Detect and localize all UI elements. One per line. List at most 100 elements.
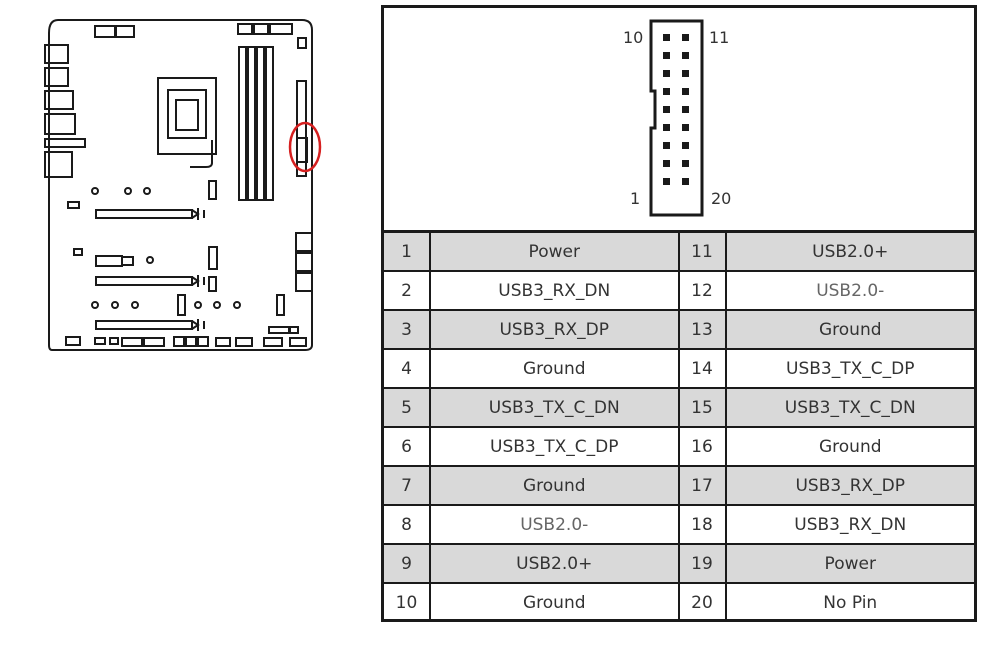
connector-pin	[663, 106, 670, 113]
connector-pin-diagram: 10 11 1 20	[384, 8, 974, 230]
pin-number: 6	[384, 426, 431, 467]
pcie-latch-3	[191, 319, 205, 331]
pin-number: 1	[384, 230, 431, 272]
pin-label-20: 20	[711, 189, 732, 208]
connector-pin	[682, 106, 689, 113]
header-top-d	[253, 23, 269, 35]
pin-number: 15	[677, 387, 727, 428]
io-port-4	[44, 113, 76, 135]
sata-stack-1	[295, 232, 313, 252]
signal-name: USB3_TX_C_DN	[429, 387, 680, 428]
sata-stack-3	[295, 272, 313, 292]
dimm-slot-3	[256, 46, 265, 201]
pin-number: 4	[384, 348, 431, 389]
cpu-socket-outer	[157, 77, 217, 155]
pin-label-10: 10	[623, 28, 644, 47]
mounting-holes-1	[91, 187, 151, 195]
small-header-3	[177, 294, 186, 316]
signal-name: USB3_RX_DN	[724, 504, 974, 545]
chip-1	[95, 255, 123, 267]
front-panel-small	[268, 326, 290, 334]
header-top-right	[297, 37, 307, 49]
connector-pin	[682, 160, 689, 167]
signal-name: Ground	[724, 309, 974, 350]
pin-number: 11	[677, 230, 727, 272]
connector-pin	[663, 160, 670, 167]
header-top-e	[269, 23, 293, 35]
connector-pins	[663, 34, 689, 185]
header-top-b	[115, 25, 135, 38]
pin-number: 9	[384, 543, 431, 584]
signal-name: USB3_TX_C_DP	[724, 348, 974, 389]
pin-number: 3	[384, 309, 431, 350]
pin-label-1: 1	[630, 189, 641, 208]
io-port-1	[44, 44, 69, 64]
signal-name: USB3_RX_DN	[429, 270, 680, 311]
signal-name: USB3_RX_DP	[429, 309, 680, 350]
jumper-1	[67, 201, 80, 209]
signal-name: USB3_TX_C_DP	[429, 426, 680, 467]
chip-2	[121, 256, 134, 266]
cpu-retention-lever	[190, 140, 213, 168]
signal-name: USB3_TX_C_DN	[724, 387, 974, 428]
signal-name: USB2.0+	[429, 543, 680, 584]
signal-name: Ground	[429, 348, 680, 389]
highlight-ring	[288, 121, 322, 173]
cpu-socket-core	[175, 99, 199, 131]
mounting-holes-2	[91, 301, 241, 309]
signal-name: USB2.0+	[724, 230, 974, 272]
small-header-4	[276, 294, 285, 316]
pin-number: 18	[677, 504, 727, 545]
pin-number: 17	[677, 465, 727, 506]
connector-pin	[682, 124, 689, 131]
dimm-slot-2	[247, 46, 256, 201]
signal-name: Ground	[724, 426, 974, 467]
pin-number: 16	[677, 426, 727, 467]
front-panel-small-2	[289, 326, 299, 334]
io-port-3	[44, 90, 74, 110]
connector-pin	[663, 178, 670, 185]
connector-pin	[682, 34, 689, 41]
board-outline	[48, 19, 313, 351]
connector-shell	[649, 19, 704, 217]
connector-pin	[682, 88, 689, 95]
signal-name: Ground	[429, 582, 680, 621]
motherboard-layout-diagram	[44, 19, 322, 351]
jumper-2	[73, 248, 83, 256]
pin-number: 5	[384, 387, 431, 428]
pin-number: 14	[677, 348, 727, 389]
pcie-slot-1	[95, 209, 193, 219]
pcie-latch-1	[191, 208, 205, 220]
connector-pin	[663, 142, 670, 149]
pin-number: 7	[384, 465, 431, 506]
bottom-edge-headers	[65, 336, 307, 347]
pin-number: 8	[384, 504, 431, 545]
connector-pin	[682, 142, 689, 149]
io-port-5	[44, 138, 86, 148]
jumper-3	[208, 276, 217, 292]
pin-number: 19	[677, 543, 727, 584]
signal-name: Ground	[429, 465, 680, 506]
signal-name: Power	[429, 230, 680, 272]
signal-name: USB3_RX_DP	[724, 465, 974, 506]
sata-stack-2	[295, 252, 313, 272]
cpu-socket-inner	[167, 89, 207, 139]
pin-label-11: 11	[709, 28, 730, 47]
connector-pin	[682, 178, 689, 185]
io-port-2	[44, 67, 69, 87]
dimm-slot-4	[265, 46, 274, 201]
signal-name: USB2.0-	[429, 504, 680, 545]
small-header-2	[208, 246, 218, 270]
connector-pin	[682, 52, 689, 59]
connector-pin	[663, 34, 670, 41]
